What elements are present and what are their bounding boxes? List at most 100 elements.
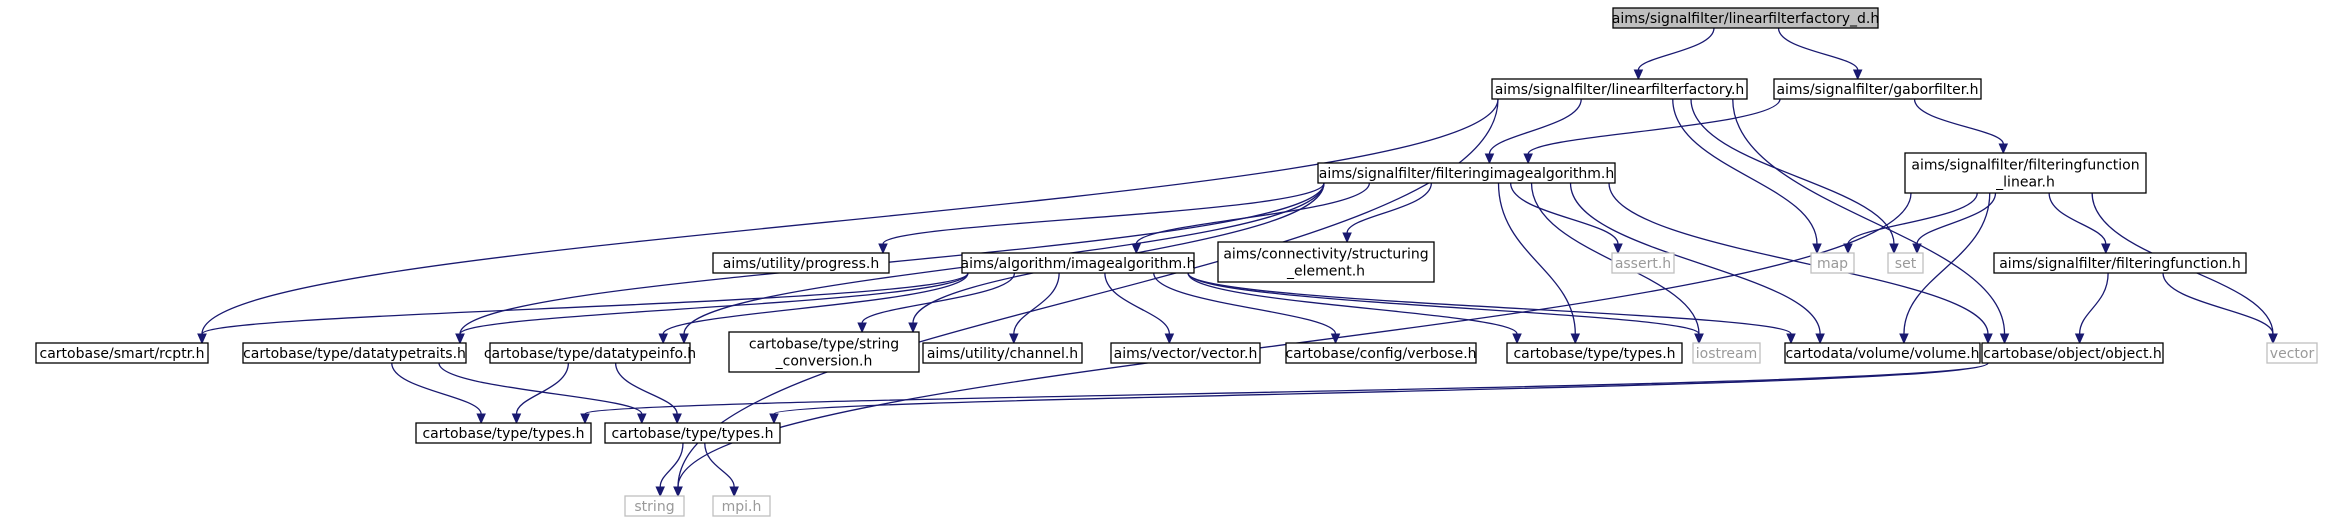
node-box	[1110, 342, 1261, 364]
node-types2[interactable]: cartobase/type/types.h	[415, 422, 592, 444]
node-label: string	[634, 499, 674, 515]
edge-arrowhead	[658, 333, 668, 345]
node-box	[1317, 162, 1616, 184]
edge-line	[1569, 182, 1821, 335]
edge-line	[584, 362, 1989, 415]
edge-line	[1608, 182, 1989, 335]
edge-line	[677, 98, 1499, 488]
edge-root-to-gabor	[1777, 27, 1863, 81]
edge-ia-to-strc	[857, 272, 1016, 334]
edge-gabor-to-ffl	[1913, 98, 2009, 155]
edge-arrowhead	[1843, 243, 1853, 255]
edge-arrowhead	[857, 322, 867, 334]
edge-line	[2162, 272, 2274, 335]
node-label: aims/utility/progress.h	[723, 256, 879, 272]
node-mpi: mpi.h	[712, 495, 771, 517]
edge-line	[1488, 98, 1582, 155]
node-label: cartobase/type/types.h	[1513, 346, 1675, 362]
node-label: cartodata/volume/volume.h	[1785, 346, 1979, 362]
edge-arrowhead	[1889, 243, 1899, 255]
node-types1[interactable]: cartobase/type/types.h	[1506, 342, 1683, 364]
edge-arrowhead	[1523, 153, 1533, 165]
edge-arrowhead	[2268, 333, 2278, 345]
edge-arrowhead	[1633, 69, 1644, 81]
node-rcptr[interactable]: cartobase/smart/rcptr.h	[35, 342, 209, 364]
node-box	[728, 331, 920, 373]
edge-line	[1913, 98, 2004, 145]
node-dti[interactable]: cartobase/type/datatypeinfo.h	[484, 342, 696, 364]
edge-obj-to-types2	[580, 362, 1989, 425]
node-vec[interactable]: aims/vector/vector.h	[1110, 342, 1261, 364]
node-label: mpi.h	[722, 499, 762, 515]
node-types3[interactable]: cartobase/type/types.h	[604, 422, 781, 444]
node-prog[interactable]: aims/utility/progress.h	[712, 252, 890, 274]
edge-arrowhead	[580, 413, 590, 425]
edge-fia-to-prog	[878, 182, 1325, 255]
edge-arrowhead	[1512, 333, 1522, 345]
node-box	[1285, 342, 1477, 364]
node-strc[interactable]: cartobase/type/string_conversion.h	[728, 331, 920, 373]
edge-arrowhead	[1786, 333, 1796, 345]
edge-arrowhead	[197, 333, 207, 345]
node-label: cartobase/type/types.h	[611, 426, 773, 442]
edge-line	[201, 98, 1499, 335]
node-lff[interactable]: aims/signalfilter/linearfilterfactory.h	[1491, 78, 1748, 100]
node-box	[712, 495, 771, 517]
node-dtt[interactable]: cartobase/type/datatypetraits.h	[242, 342, 467, 364]
edge-line	[391, 362, 482, 415]
edge-line	[1527, 98, 1781, 155]
edge-arrowhead	[729, 486, 739, 498]
node-label: aims/signalfilter/linearfilterfactory.h	[1495, 82, 1745, 98]
node-vol[interactable]: cartodata/volume/volume.h	[1784, 342, 1981, 364]
node-ffl[interactable]: aims/signalfilter/filteringfunction_line…	[1904, 152, 2147, 194]
node-root[interactable]: aims/signalfilter/linearfilterfactory_d.…	[1612, 7, 1880, 29]
edge-dtt-to-types3	[438, 362, 647, 425]
edge-line	[1135, 182, 1371, 245]
node-label: aims/algorithm/imagealgorithm.h	[961, 256, 1196, 272]
node-fia[interactable]: aims/signalfilter/filteringimagealgorith…	[1317, 162, 1616, 184]
edge-types3-to-string	[655, 442, 684, 498]
edge-lff-to-fia	[1484, 98, 1582, 165]
node-box	[604, 422, 781, 444]
edge-line	[882, 182, 1325, 245]
edge-lff-to-obj	[1732, 98, 2010, 345]
edge-line	[1509, 182, 1619, 245]
edge-arrowhead	[1812, 243, 1822, 255]
node-box	[1491, 78, 1748, 100]
edge-fia-to-assert	[1509, 182, 1623, 255]
edge-ia-to-ios	[1187, 272, 1704, 345]
node-box	[2266, 342, 2318, 364]
node-box	[242, 342, 467, 364]
edge-ff-to-obj	[2074, 272, 2109, 345]
edge-ia-to-vec	[1104, 272, 1175, 345]
node-struct[interactable]: aims/connectivity/structuring_element.h	[1217, 241, 1435, 283]
node-ia[interactable]: aims/algorithm/imagealgorithm.h	[961, 252, 1196, 274]
edge-arrowhead	[769, 413, 779, 425]
node-verb[interactable]: cartobase/config/verbose.h	[1285, 342, 1477, 364]
edge-arrowhead	[672, 413, 682, 425]
node-box	[1904, 152, 2147, 194]
edge-arrowhead	[1131, 243, 1142, 255]
node-box	[1217, 241, 1435, 283]
node-box	[415, 422, 592, 444]
node-label: cartobase/smart/rcptr.h	[40, 346, 205, 362]
edge-gabor-to-fia	[1523, 98, 1781, 165]
node-gabor[interactable]: aims/signalfilter/gaborfilter.h	[1773, 78, 1982, 100]
edge-lff-to-rcptr	[197, 98, 1499, 345]
edge-arrowhead	[679, 333, 689, 345]
node-box	[922, 342, 1083, 364]
edge-line	[1187, 272, 1518, 335]
node-string: string	[624, 495, 685, 517]
node-box	[1611, 252, 1675, 274]
edge-line	[1916, 192, 1997, 245]
edge-line	[1637, 27, 1715, 71]
node-obj[interactable]: cartobase/object/object.h	[1981, 342, 2164, 364]
edge-arrowhead	[1570, 333, 1581, 345]
edge-ffl-to-vol	[1899, 192, 1991, 345]
node-label: aims/connectivity/structuring	[1223, 247, 1428, 263]
node-chan[interactable]: aims/utility/channel.h	[922, 342, 1083, 364]
edge-lff-to-string	[673, 98, 1499, 498]
node-ff[interactable]: aims/signalfilter/filteringfunction.h	[1993, 252, 2247, 274]
edge-arrowhead	[673, 486, 683, 498]
